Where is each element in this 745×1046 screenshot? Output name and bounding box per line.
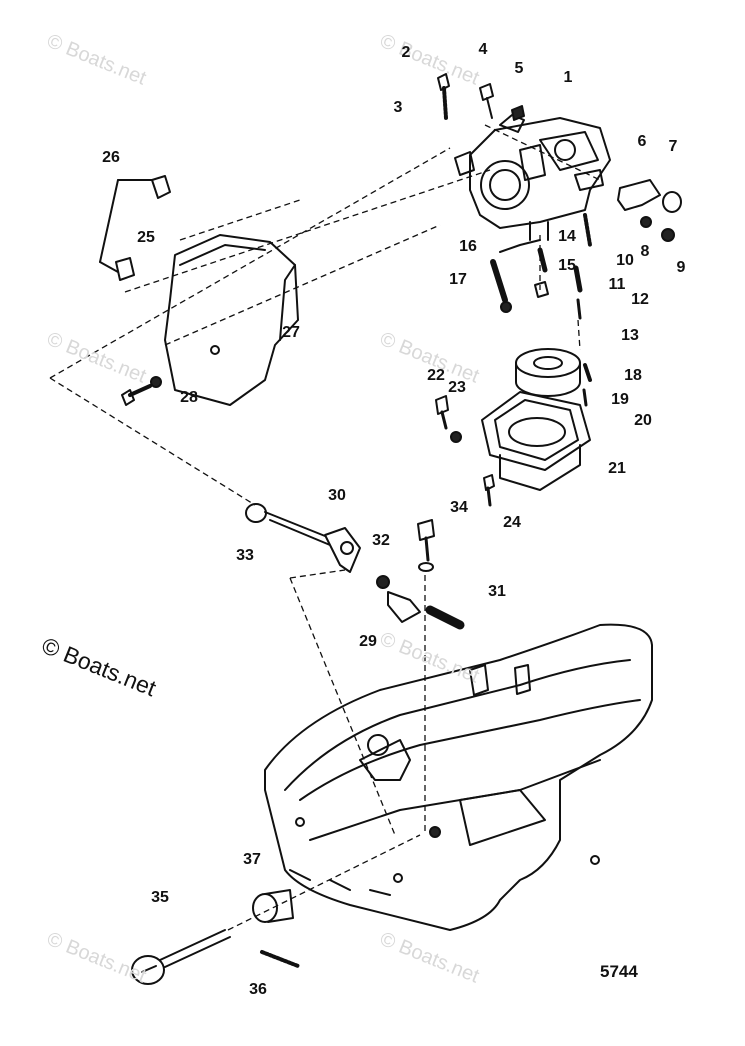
part-number-label: 22	[427, 367, 445, 384]
part-number-label: 2	[401, 44, 411, 61]
part-number-label: 18	[624, 367, 642, 384]
part-number-label: 7	[668, 138, 678, 155]
part-number-label: 37	[243, 851, 261, 868]
part-number-label: 19	[611, 391, 629, 408]
part-number-label: 9	[676, 259, 686, 276]
part-number-label: 13	[621, 327, 639, 344]
part-number-label: 21	[608, 460, 626, 477]
part-number-label: 26	[102, 149, 120, 166]
part-number-label: 32	[372, 532, 390, 549]
assembly-lines	[49, 124, 601, 931]
part-number-label: 31	[488, 583, 506, 600]
part-number-label: 25	[137, 229, 155, 246]
part-number-label: 14	[558, 228, 576, 245]
part-number-label: 29	[359, 633, 377, 650]
part-number-label: 24	[503, 514, 521, 531]
carburetor	[454, 114, 611, 241]
small-fittings	[490, 213, 592, 320]
bracket-wire	[99, 175, 171, 281]
adapter-plate	[481, 391, 591, 491]
part-number-label: 10	[616, 252, 634, 269]
part-number-label: 8	[640, 243, 650, 260]
part-number-label: 15	[558, 257, 576, 274]
part-number-label: 12	[631, 291, 649, 308]
linkage-bracket	[376, 519, 465, 630]
part-number-label: 3	[393, 99, 403, 116]
throttle-linkage	[245, 503, 361, 573]
plate-screws	[435, 395, 495, 507]
part-number-label: 28	[180, 389, 198, 406]
part-number-label: 17	[449, 271, 467, 288]
part-number-label: 33	[236, 547, 254, 564]
part-number-label: 27	[282, 324, 300, 341]
part-number-label: 30	[328, 487, 346, 504]
part-number-label: 6	[637, 133, 647, 150]
part-number-label: 23	[448, 379, 466, 396]
fuel-fitting	[617, 179, 682, 242]
part-number-label: 20	[634, 412, 652, 429]
part-number-label: 16	[459, 238, 477, 255]
part-number-label: 36	[249, 981, 267, 998]
carb-cover	[164, 234, 299, 406]
figure-number: 5744	[600, 962, 638, 981]
cover-screws	[121, 376, 162, 406]
part-number-label: 5	[514, 60, 524, 77]
part-number-label: 11	[608, 276, 626, 293]
part-number-label: 35	[151, 889, 169, 906]
part-number-label: 34	[450, 499, 468, 516]
screws-top	[437, 73, 525, 121]
float-gasket	[515, 348, 592, 407]
part-number-label: 4	[478, 41, 488, 58]
lower-cowl	[264, 623, 653, 931]
part-number-label: 1	[563, 69, 573, 86]
